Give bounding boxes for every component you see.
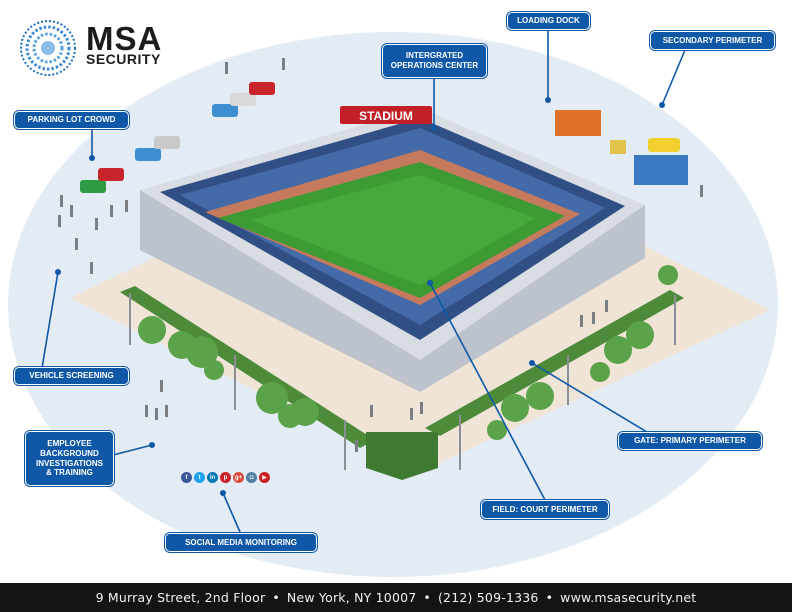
pinterest-icon[interactable]: p: [220, 472, 231, 483]
callout-secondary-perimeter: SECONDARY PERIMETER: [650, 31, 775, 50]
hedge-right: [425, 290, 684, 436]
stadium-sign-board: [340, 106, 432, 124]
footer-city: New York, NY 10007: [286, 590, 417, 605]
crowd-people: [58, 58, 703, 452]
car: [80, 180, 106, 193]
car: [230, 93, 256, 106]
footer-website[interactable]: www.msasecurity.net: [560, 590, 697, 605]
footer-phone: (212) 509-1336: [437, 590, 539, 605]
twitter-icon[interactable]: t: [194, 472, 205, 483]
stadium-facade: [140, 190, 645, 392]
callout-leader-dots: [55, 97, 665, 496]
forklift: [610, 140, 626, 154]
callout-integrated-operations-center: INTERGRATED OPERATIONS CENTER: [382, 44, 487, 78]
car: [212, 104, 238, 117]
shipping-container: [555, 110, 601, 136]
google-plus-icon[interactable]: g+: [233, 472, 244, 483]
footer-address: 9 Murray Street, 2nd Floor: [95, 590, 266, 605]
brand-name: MSA: [86, 20, 163, 57]
instagram-icon[interactable]: ◘: [246, 472, 257, 483]
hedge-front: [366, 432, 438, 480]
callout-loading-dock: LOADING DOCK: [507, 12, 590, 30]
footer-separator: •: [545, 590, 554, 605]
footer-separator: •: [272, 590, 280, 605]
lamp-posts: [129, 293, 676, 470]
callout-parking-lot-crowd: PARKING LOT CROWD: [14, 111, 129, 129]
loading-dock-vehicles: [555, 110, 688, 185]
parking-cars: [80, 82, 275, 193]
brand-subname: SECURITY: [86, 51, 161, 67]
trees: [138, 265, 678, 440]
truck-trailer: [634, 155, 688, 185]
callout-leader-lines: [41, 30, 686, 533]
msa-logo-icon: [20, 20, 76, 76]
footer-contact-bar: 9 Murray Street, 2nd Floor • New York, N…: [0, 583, 792, 612]
car: [249, 82, 275, 95]
car: [135, 148, 161, 161]
callout-social-media-monitoring: SOCIAL MEDIA MONITORING: [165, 533, 317, 552]
facebook-icon[interactable]: f: [181, 472, 192, 483]
linkedin-icon[interactable]: in: [207, 472, 218, 483]
callout-vehicle-screening: VEHICLE SCREENING: [14, 367, 129, 385]
callout-field-court-perimeter: FIELD: COURT PERIMETER: [481, 500, 609, 519]
stadium-field-inner: [250, 175, 535, 285]
car: [154, 136, 180, 149]
callout-employee-background: EMPLOYEE BACKGROUND INVESTIGATIONS & TRA…: [25, 431, 114, 486]
footer-separator: •: [423, 590, 431, 605]
car: [98, 168, 124, 181]
callout-gate-primary-perimeter: GATE: PRIMARY PERIMETER: [618, 432, 762, 450]
youtube-icon[interactable]: ▶: [259, 472, 270, 483]
taxi: [648, 138, 680, 152]
stadium-sign: STADIUM: [359, 109, 413, 123]
